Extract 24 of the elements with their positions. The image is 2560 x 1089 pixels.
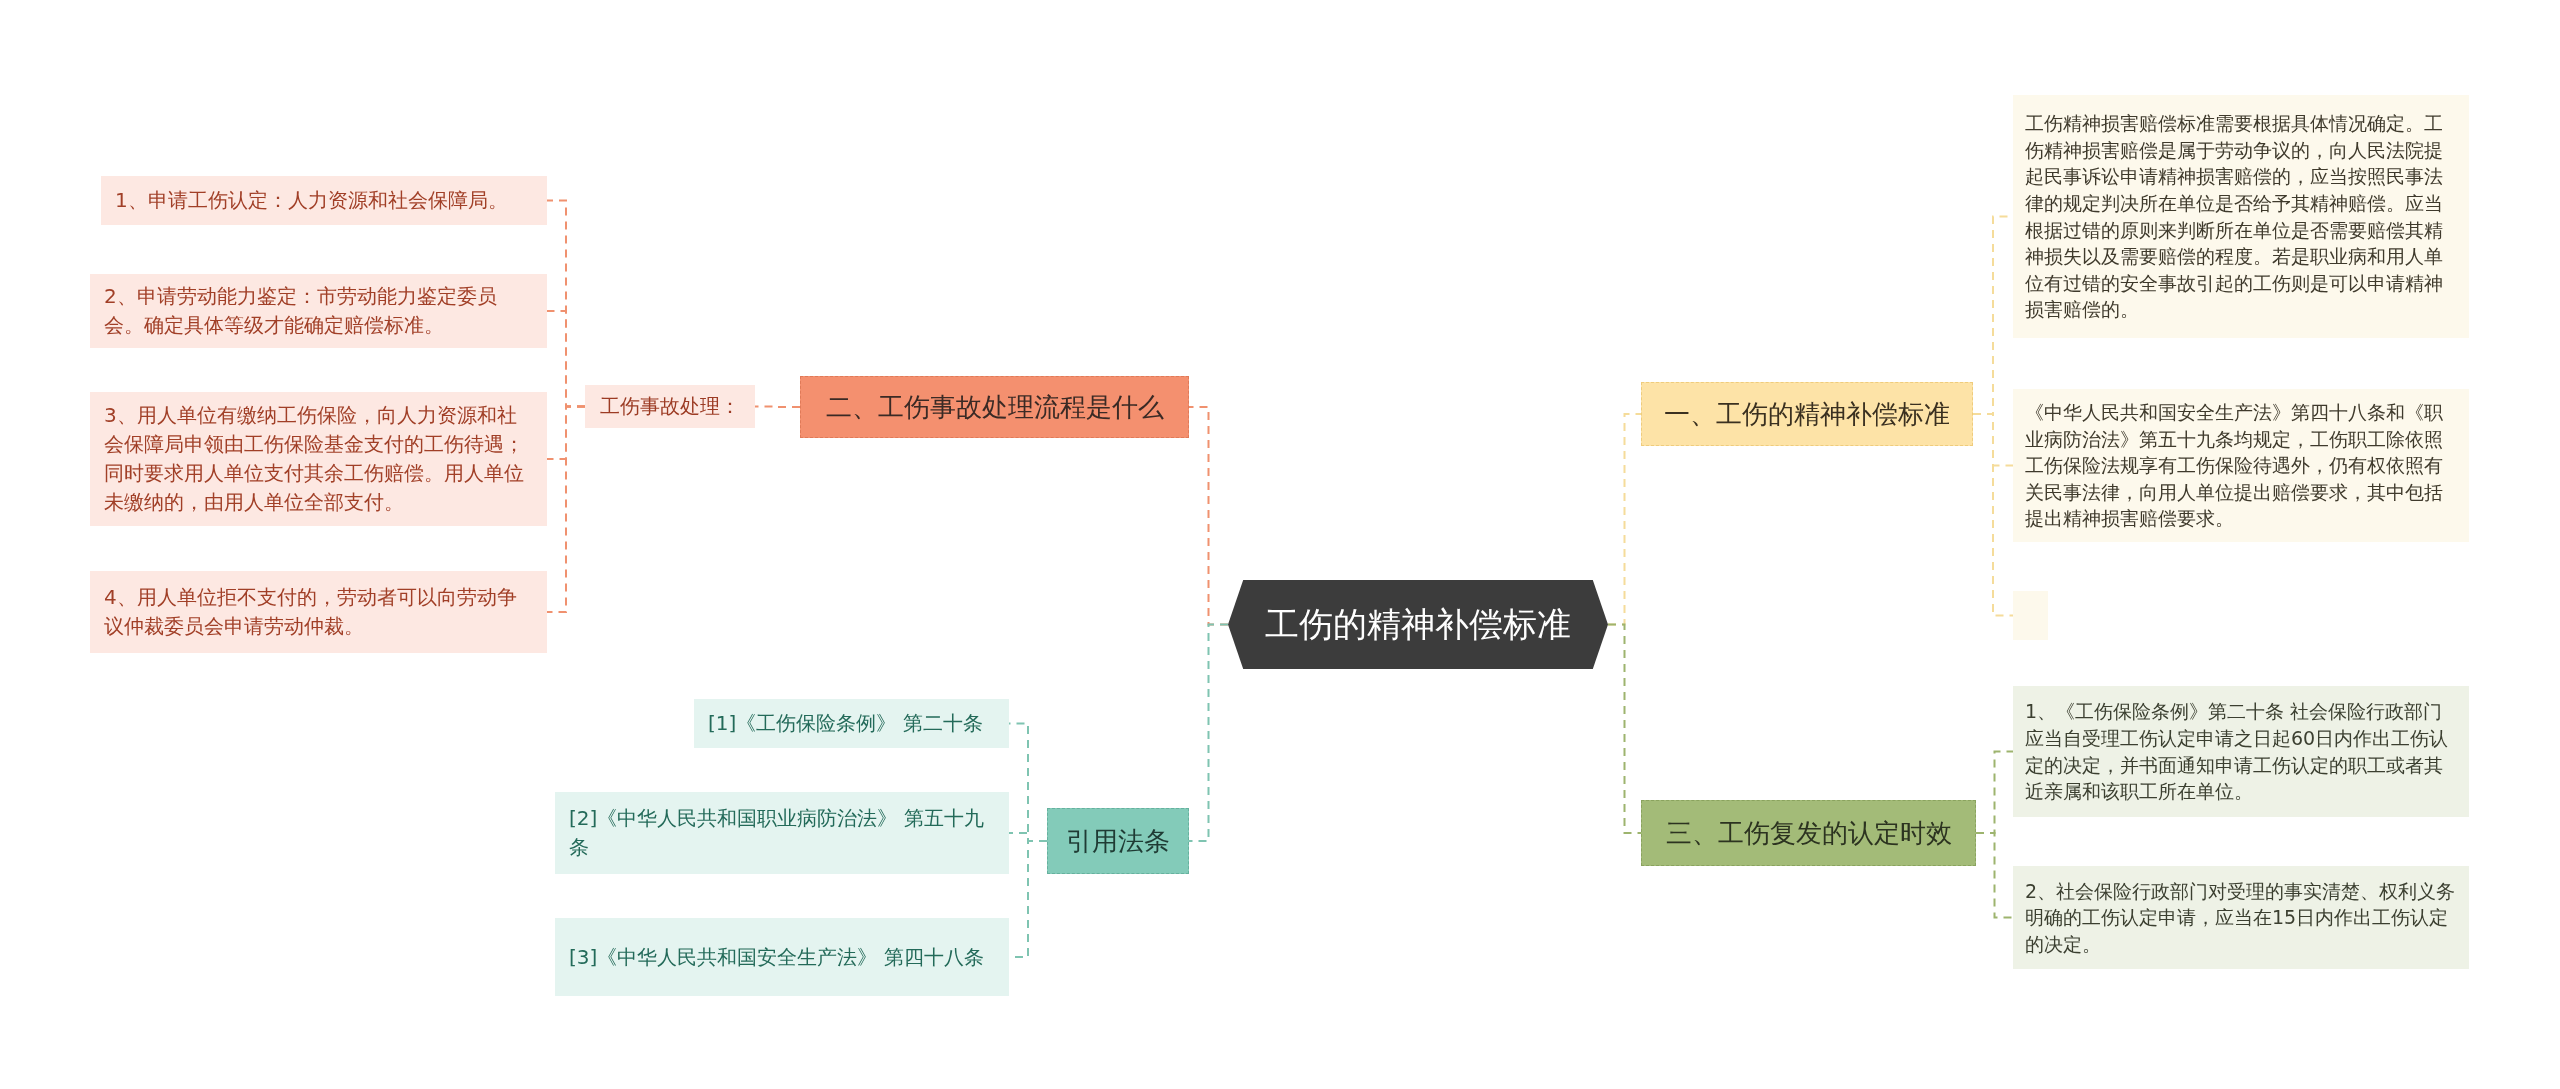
leaf-box: [1]《工伤保险条例》 第二十条 bbox=[694, 699, 1009, 748]
central-topic: 工伤的精神补偿标准 bbox=[1228, 580, 1608, 669]
leaf-box: 《中华人民共和国安全生产法》第四十八条和《职业病防治法》第五十九条均规定，工伤职工除依照工伤保险法规享有工伤保险待遇外，仍有权依照有关民事法律，向用人单位提出赔偿要求，其中包括提出精神损害赔偿要求。 bbox=[2013, 389, 2469, 542]
leaf-box: 2、社会保险行政部门对受理的事实清楚、权利义务明确的工伤认定申请，应当在15日内作出工伤认定的决定。 bbox=[2013, 866, 2469, 969]
leaf-box: 3、用人单位有缴纳工伤保险，向人力资源和社会保障局申领由工伤保险基金支付的工伤待遇；同时要求用人单位支付其余工伤赔偿。用人单位未缴纳的，由用人单位全部支付。 bbox=[90, 392, 547, 526]
leaf-box: 1、《工伤保险条例》第二十条 社会保险行政部门应当自受理工伤认定申请之日起60日内作出工伤认定的决定，并书面通知申请工伤认定的职工或者其近亲属和该职工所在单位。 bbox=[2013, 686, 2469, 817]
connector-line bbox=[546, 405, 586, 613]
branch-topic: 引用法条 bbox=[1047, 808, 1189, 874]
branch-topic: 二、工伤事故处理流程是什么 bbox=[800, 376, 1189, 438]
connector-line bbox=[1972, 413, 2014, 617]
empty-box bbox=[2013, 591, 2048, 640]
leaf-box: 4、用人单位拒不支付的，劳动者可以向劳动争议仲裁委员会申请劳动仲裁。 bbox=[90, 571, 547, 653]
connector-line bbox=[1188, 623, 1229, 842]
connector-line bbox=[1607, 623, 1642, 834]
leaf-box: [3]《中华人民共和国安全生产法》 第四十八条 bbox=[555, 918, 1009, 996]
leaf-box: 1、申请工伤认定：人力资源和社会保障局。 bbox=[101, 176, 547, 225]
connector-line bbox=[1975, 832, 2014, 919]
branch-topic: 一、工伤的精神补偿标准 bbox=[1641, 382, 1973, 446]
branch-topic: 三、工伤复发的认定时效 bbox=[1641, 800, 1976, 866]
subtopic-box: 工伤事故处理： bbox=[585, 385, 755, 428]
leaf-box: 2、申请劳动能力鉴定：市劳动能力鉴定委员会。确定具体等级才能确定赔偿标准。 bbox=[90, 274, 547, 348]
leaf-box: [2]《中华人民共和国职业病防治法》 第五十九条 bbox=[555, 792, 1009, 874]
leaf-box: 工伤精神损害赔偿标准需要根据具体情况确定。工伤精神损害赔偿是属于劳动争议的，向人民法院提起民事诉讼申请精神损害赔偿的，应当按照民事法律的规定判决所在单位是否给予其精神赔偿。应当根据过错的原则来判断所在单位是否需要赔偿其精神损失以及需要赔偿的程度。若是职业病和用人单位有过错的安全事故引起的工伤则是可以申请精神损害赔偿的。 bbox=[2013, 95, 2469, 338]
connector-line bbox=[754, 405, 801, 408]
